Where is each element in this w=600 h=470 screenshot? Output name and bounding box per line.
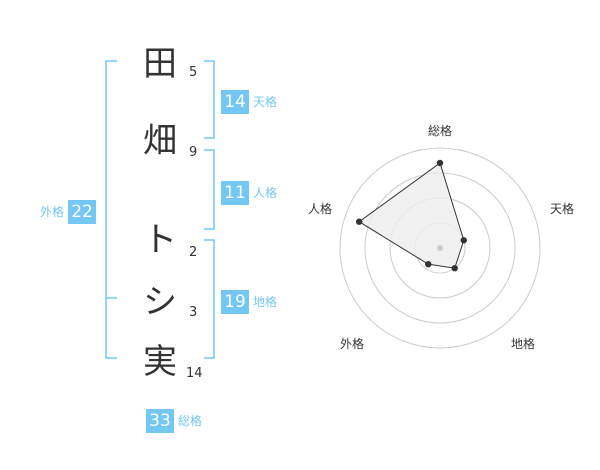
gaikaku-label: 外格 xyxy=(40,205,65,219)
stroke-count-1: 5 xyxy=(189,65,198,80)
jinkaku-value: 11 xyxy=(221,181,249,205)
name-char-3: ト xyxy=(143,220,177,260)
stroke-count-4: 3 xyxy=(189,305,198,320)
name-char-5: 実 xyxy=(143,342,177,382)
jinkaku-label: 人格 xyxy=(253,186,278,200)
radar-point-5 xyxy=(355,218,363,225)
chikaku-bracket xyxy=(204,239,215,359)
stroke-count-5: 14 xyxy=(186,366,203,381)
radar-point-4 xyxy=(425,260,432,268)
tenkaku-label: 天格 xyxy=(253,95,278,109)
name-char-2: 畑 xyxy=(143,121,177,161)
radar-point-2 xyxy=(460,237,467,244)
tenkaku-value: 14 xyxy=(221,90,249,114)
radar-point-3 xyxy=(451,265,458,272)
name-char-1: 田 xyxy=(143,44,177,84)
radar-point-1 xyxy=(436,159,444,167)
name-char-4: シ xyxy=(143,282,177,322)
radar-series-polygon xyxy=(358,162,465,269)
radar-label-chikaku: 地格 xyxy=(511,337,536,351)
stroke-count-3: 2 xyxy=(189,245,198,260)
radar-label-tenkaku: 天格 xyxy=(550,202,575,216)
jinkaku-badge: 11 人格 xyxy=(221,181,277,205)
radar-label-soukaku: 総格 xyxy=(428,124,453,138)
soukaku-label: 総格 xyxy=(178,414,203,428)
gaikaku-value: 22 xyxy=(68,200,97,224)
soukaku-badge: 33 総格 xyxy=(146,409,202,433)
chikaku-value: 19 xyxy=(221,290,249,314)
tenkaku-badge: 14 天格 xyxy=(221,90,277,114)
stroke-count-2: 9 xyxy=(189,145,198,160)
chikaku-badge: 19 地格 xyxy=(221,290,277,314)
jinkaku-bracket xyxy=(204,149,215,230)
radar-points xyxy=(355,159,467,272)
chikaku-label: 地格 xyxy=(253,295,278,309)
radar-label-gaikaku: 外格 xyxy=(340,337,365,351)
outer-bracket xyxy=(105,60,117,359)
radar-label-jinkaku: 人格 xyxy=(308,202,333,216)
radar-center xyxy=(437,245,443,251)
soukaku-value: 33 xyxy=(146,409,174,433)
radar-ring xyxy=(339,147,541,349)
tenkaku-bracket xyxy=(204,60,215,139)
